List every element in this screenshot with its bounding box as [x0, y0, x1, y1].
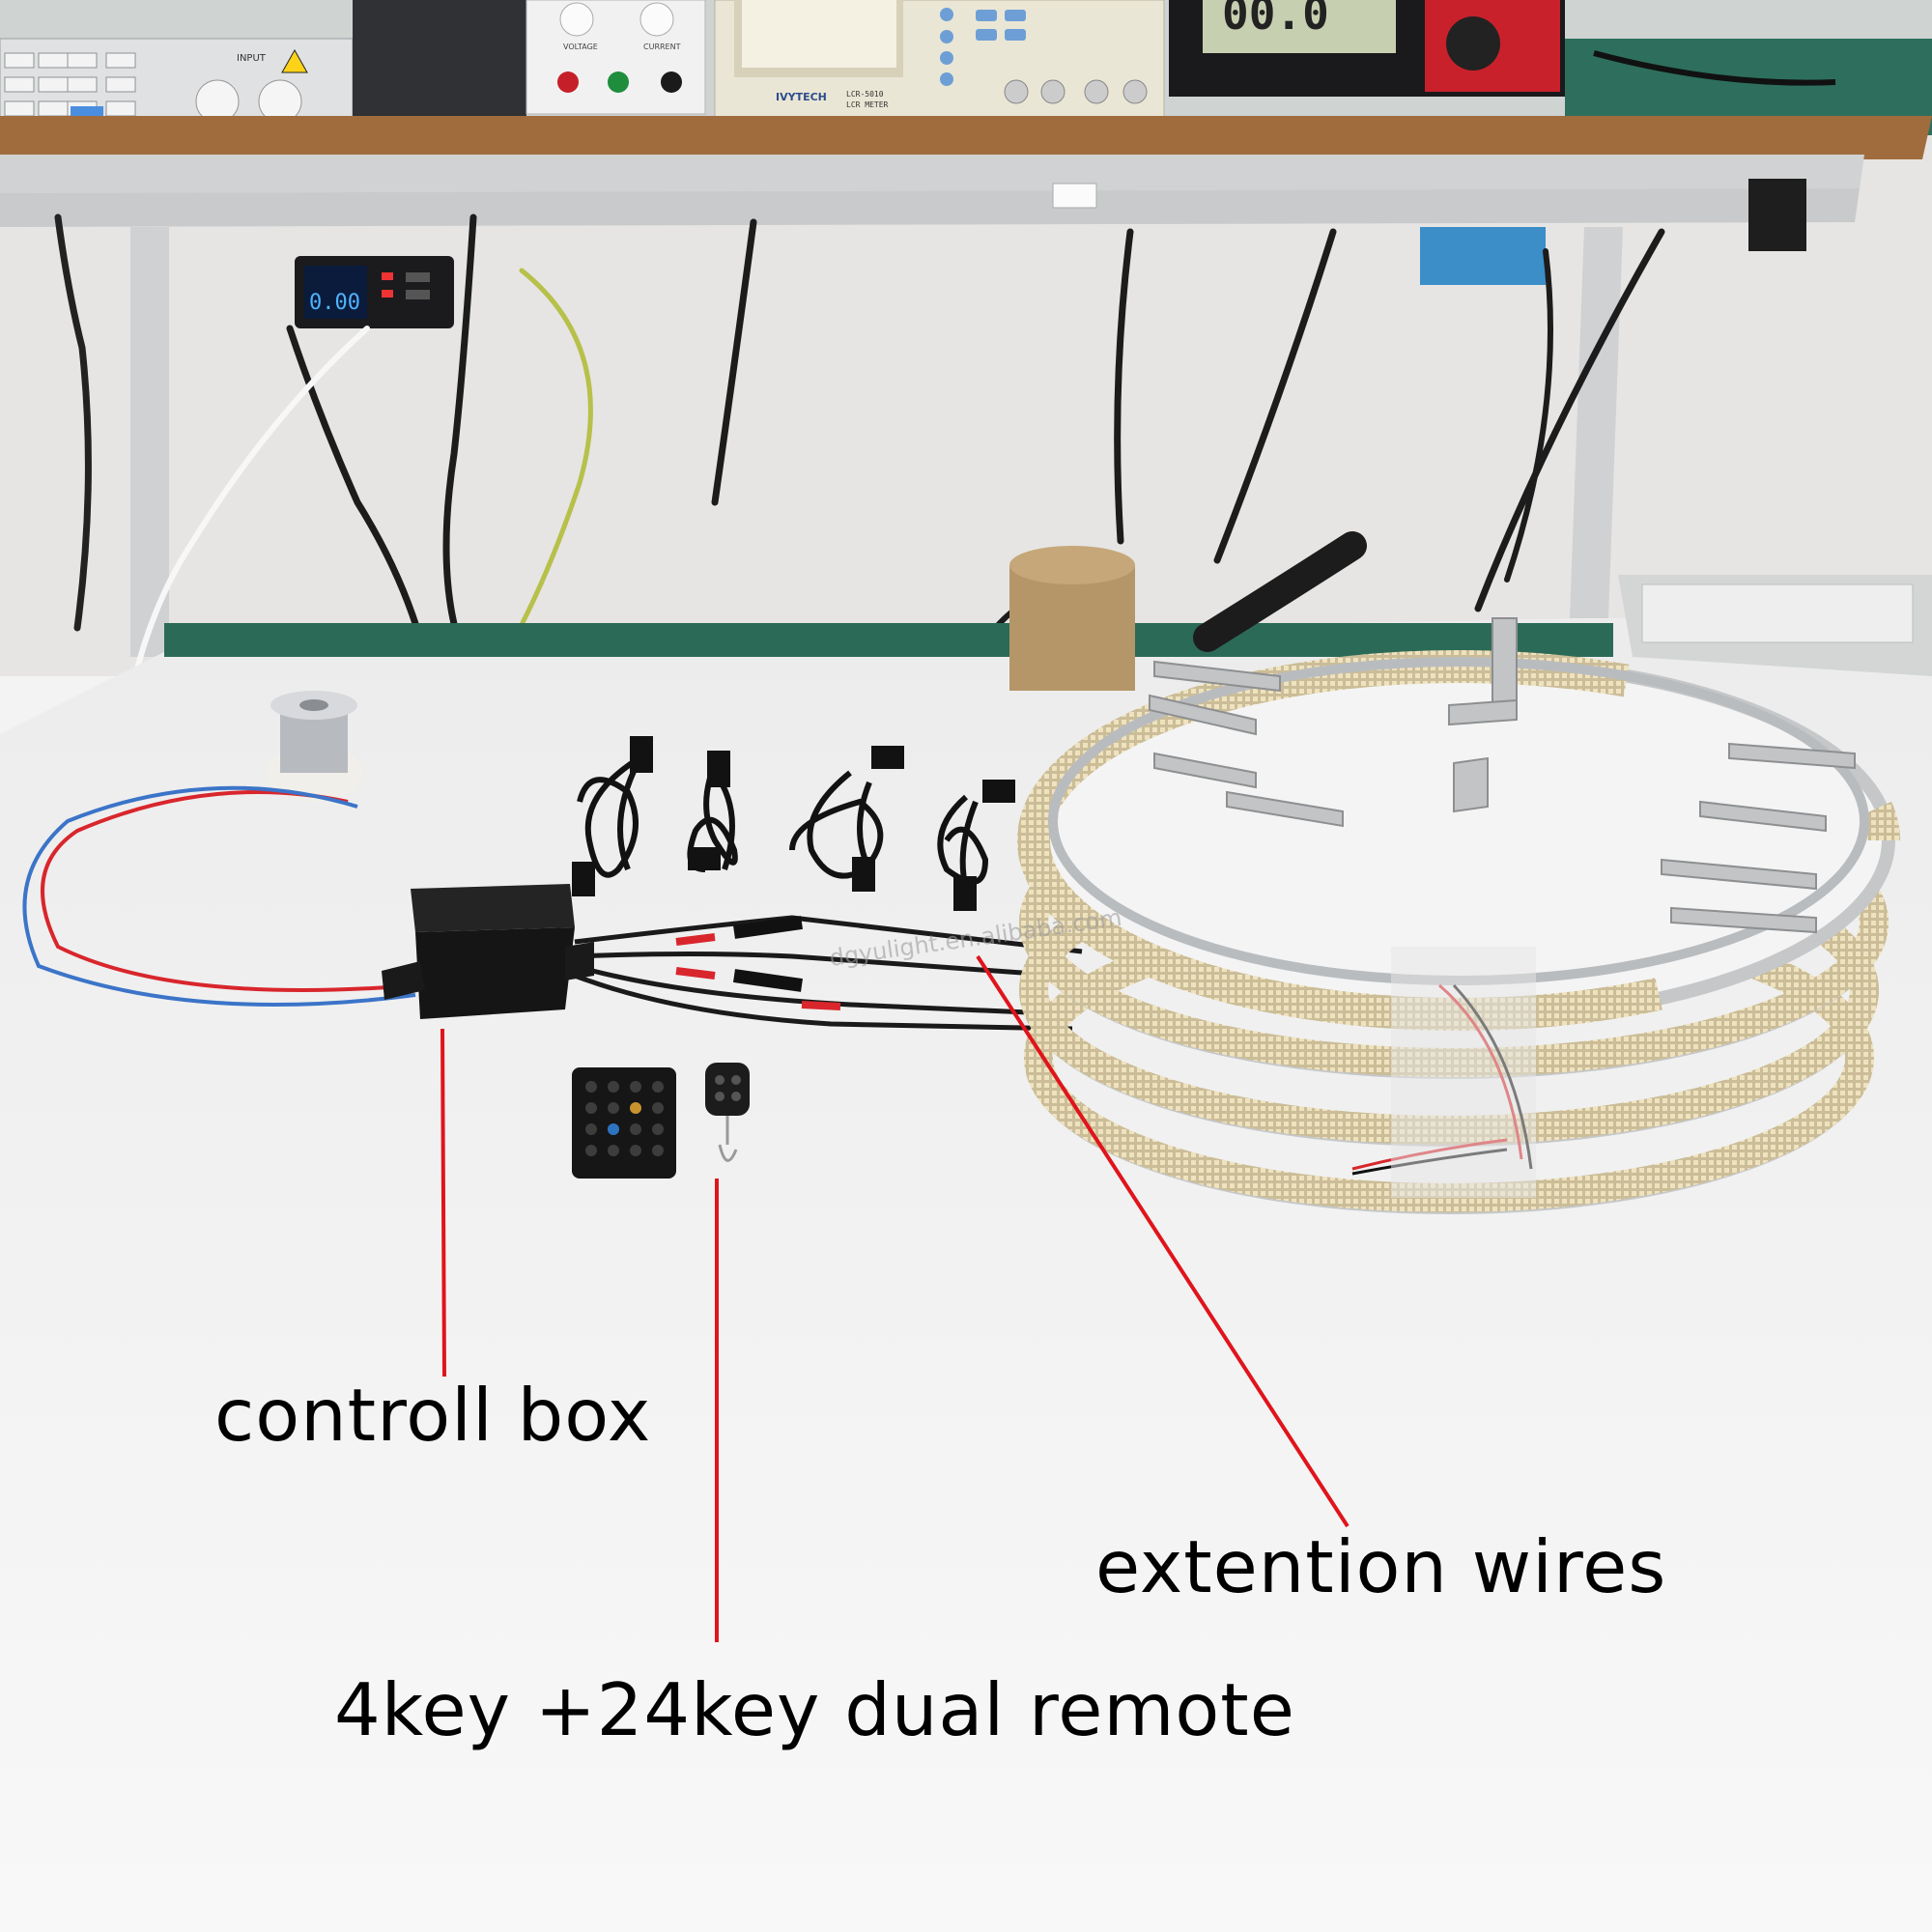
bench-psu: VOLTAGE CURRENT [526, 0, 706, 115]
psu-dark-panel [353, 0, 526, 116]
callout-lines [440, 954, 1350, 1642]
control-box [382, 884, 594, 1019]
instrument-shelf: INPUT VOLTAGE CURRENT IVYTECH LCR-5010 L… [0, 0, 1932, 135]
solder-spool [266, 691, 362, 802]
shelf [0, 116, 1932, 657]
led-wheel-rings [1017, 617, 1900, 1214]
usb-charger-reading: 0.00 [309, 291, 360, 315]
power-supply-unit: INPUT [0, 38, 354, 127]
multimeter-reading: 00.0 [1222, 0, 1329, 40]
callout-line-control-box [440, 1028, 446, 1378]
wire-harness [574, 915, 1083, 1032]
lcr-model-label: LCR-5010 [846, 90, 884, 99]
usb-charger: 0.00 [295, 256, 454, 328]
dual-remote-label: 4key +24key dual remote [334, 1667, 1295, 1752]
callout-line-extension-wires [976, 954, 1350, 1528]
coil-4 [937, 780, 1015, 911]
coil-3 [789, 746, 904, 892]
lcr-brand-label: IVYTECH [776, 91, 827, 103]
blue-power-wire [22, 785, 416, 1007]
extension-wires-label: extention wires [1095, 1524, 1667, 1609]
control-box-label: controll box [214, 1373, 652, 1458]
psu-voltage-label: VOLTAGE [563, 43, 598, 51]
coil-2 [687, 751, 738, 872]
lcr-meter: IVYTECH LCR-5010 LCR METER [714, 0, 1165, 119]
tape-roll [1009, 546, 1135, 691]
psu-input-label: INPUT [237, 53, 267, 64]
extension-wire-coils [572, 736, 1015, 911]
psu-current-label: CURRENT [643, 43, 681, 51]
remote-24-key [572, 1067, 676, 1179]
coil-1 [572, 736, 653, 896]
multimeter: 00.0 [1169, 0, 1565, 97]
red-power-wire [41, 790, 416, 992]
remote-4-key [705, 1063, 750, 1162]
lcr-subtitle-label: LCR METER [846, 100, 889, 109]
